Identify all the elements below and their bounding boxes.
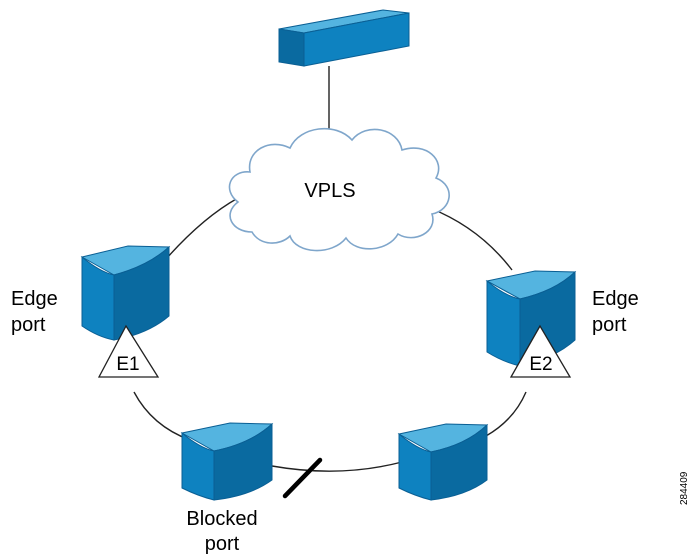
edge-port-left-line2: port [11,314,46,336]
edge-marker-right: E2 [509,324,572,378]
edge-port-left-line1: Edge [11,288,58,310]
top-switch-front-face [278,28,305,67]
ring-arc-bottom-right [485,391,527,437]
edge-port-right-line1: Edge [592,288,639,310]
blocked-port-line2: port [205,533,240,555]
device-br-side [430,423,488,501]
cloud-shape [228,127,450,252]
blocked-port-mark [282,457,323,499]
figure-id: 284409 [679,471,690,505]
edge-port-right-line2: port [592,314,627,336]
vpls-cloud: VPLS [228,127,450,252]
cloud-label: VPLS [304,180,355,202]
device-bottom-right [397,423,489,501]
ring-arc-bottom [271,461,403,472]
triangle-right [509,324,572,378]
labels: Edge port Edge port Blocked port 284409 [11,288,690,555]
ring-arc-top-right [429,207,513,271]
device-bl-side [213,422,273,501]
edge-marker-left: E1 [97,324,160,378]
triangle-left [97,324,160,378]
marker-left-label: E1 [116,354,139,375]
device-left-edge [80,245,171,341]
device-bottom-left [180,422,274,501]
top-switch-side-face [303,12,410,67]
blocked-port-line1: Blocked [186,508,257,530]
top-switch [278,9,410,67]
marker-right-label: E2 [529,354,552,375]
links [133,66,527,472]
